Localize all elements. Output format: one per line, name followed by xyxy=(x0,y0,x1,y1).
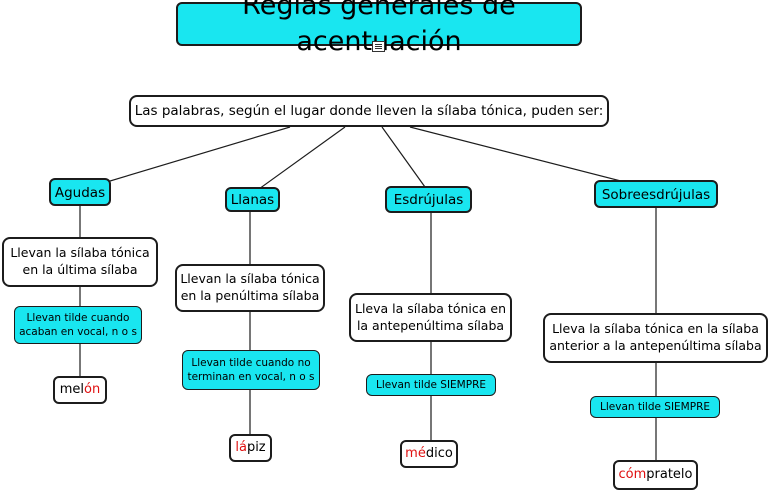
connector-intro-esdrujulas xyxy=(381,126,431,195)
rule-agudas-line-2: en la última sílaba xyxy=(22,262,138,277)
rule-esdrujulas: Lleva la sílaba tónica en la antepenúlti… xyxy=(349,293,512,342)
connector-intro-llanas xyxy=(251,126,346,195)
category-llanas: Llanas xyxy=(225,187,280,212)
rule-sobreesdrujulas-line-1: Lleva la sílaba tónica en la sílaba xyxy=(552,321,759,337)
tilde-agudas-line-2: acaban en vocal, n o s xyxy=(19,326,137,338)
tilde-agudas-line-1: Llevan tilde cuando xyxy=(26,311,130,324)
tilde-esdrujulas: Llevan tilde SIEMPRE xyxy=(366,374,496,396)
rule-agudas-line-1: Llevan la sílaba tónica xyxy=(10,245,150,261)
example-sobreesdrujulas-stressed: cóm xyxy=(618,467,647,483)
example-esdrujulas-after: dico xyxy=(425,446,453,462)
intro-node: Las palabras, según el lugar donde lleve… xyxy=(129,95,609,127)
category-sobreesdrujulas: Sobreesdrújulas xyxy=(594,180,718,208)
tilde-llanas: Llevan tilde cuando no terminan en vocal… xyxy=(182,350,320,390)
example-agudas-before: mel xyxy=(59,382,85,398)
rule-sobreesdrujulas-line-2: anterior a la antepenúltima sílaba xyxy=(549,338,762,353)
diagram-title: Reglas generales de acentuación xyxy=(176,0,582,57)
example-llanas-stressed: lá xyxy=(235,440,247,456)
category-esdrujulas: Esdrújulas xyxy=(385,186,472,213)
example-agudas-stressed: ón xyxy=(84,382,101,398)
tilde-agudas: Llevan tilde cuando acaban en vocal, n o… xyxy=(14,306,142,344)
tilde-llanas-line-2: terminan en vocal, n o s xyxy=(187,371,315,383)
tilde-sobreesdrujulas: Llevan tilde SIEMPRE xyxy=(590,396,720,418)
tilde-llanas-line-1: Llevan tilde cuando no xyxy=(191,356,311,369)
rule-llanas-line-1: Llevan la sílaba tónica xyxy=(180,271,320,287)
rule-agudas: Llevan la sílaba tónica en la última síl… xyxy=(2,237,158,287)
notepad-icon[interactable] xyxy=(372,41,385,52)
connector-intro-sobreesdrujulas xyxy=(409,126,657,191)
connector-intro-agudas xyxy=(79,126,291,191)
rule-llanas: Llevan la sílaba tónica en la penúltima … xyxy=(175,264,325,312)
rule-llanas-line-2: en la penúltima sílaba xyxy=(180,288,320,303)
rule-esdrujulas-line-2: la antepenúltima sílaba xyxy=(356,317,505,333)
category-agudas: Agudas xyxy=(49,178,111,206)
example-sobreesdrujulas-after: pratelo xyxy=(646,467,693,483)
example-llanas-after: piz xyxy=(246,440,266,456)
example-esdrujulas-stressed: mé xyxy=(405,446,426,462)
rule-esdrujulas-line-1: Lleva la sílaba tónica en xyxy=(354,300,506,316)
rule-sobreesdrujulas: Lleva la sílaba tónica en la sílaba ante… xyxy=(543,313,768,363)
